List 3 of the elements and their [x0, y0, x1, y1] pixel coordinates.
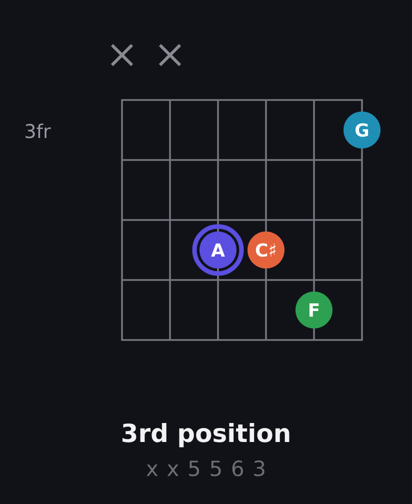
title: 3rd position: [122, 423, 290, 448]
fret-label: 3fr: [26, 124, 51, 138]
fingering-text: x x 5 5 6 3: [146, 460, 264, 476]
